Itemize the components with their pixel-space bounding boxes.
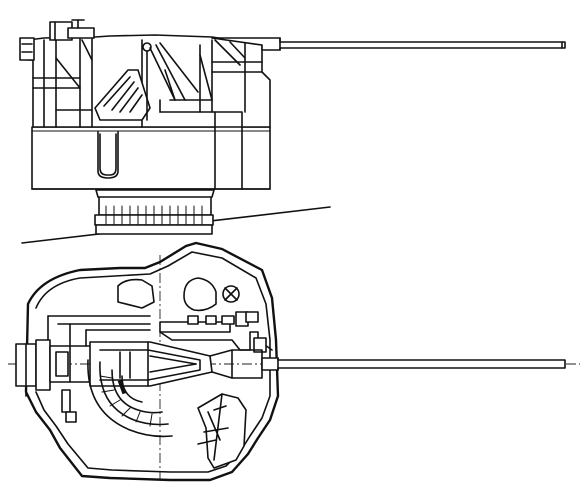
elevation-arc bbox=[87, 359, 173, 438]
gun-cradle-plan bbox=[89, 341, 263, 387]
gun-barrel-side bbox=[211, 37, 566, 51]
turret-upper-body bbox=[19, 19, 271, 128]
turret-lower-body bbox=[31, 126, 271, 190]
side-elevation-view bbox=[19, 19, 566, 244]
turret-outline-plan bbox=[24, 241, 280, 482]
rear-block bbox=[15, 339, 101, 423]
top-plan-view bbox=[8, 241, 580, 482]
hatches bbox=[117, 277, 240, 312]
gunner-seat bbox=[197, 393, 247, 469]
turret-ring bbox=[94, 189, 215, 235]
gun-cradle-side bbox=[94, 42, 199, 121]
gun-barrel-plan bbox=[261, 357, 566, 371]
